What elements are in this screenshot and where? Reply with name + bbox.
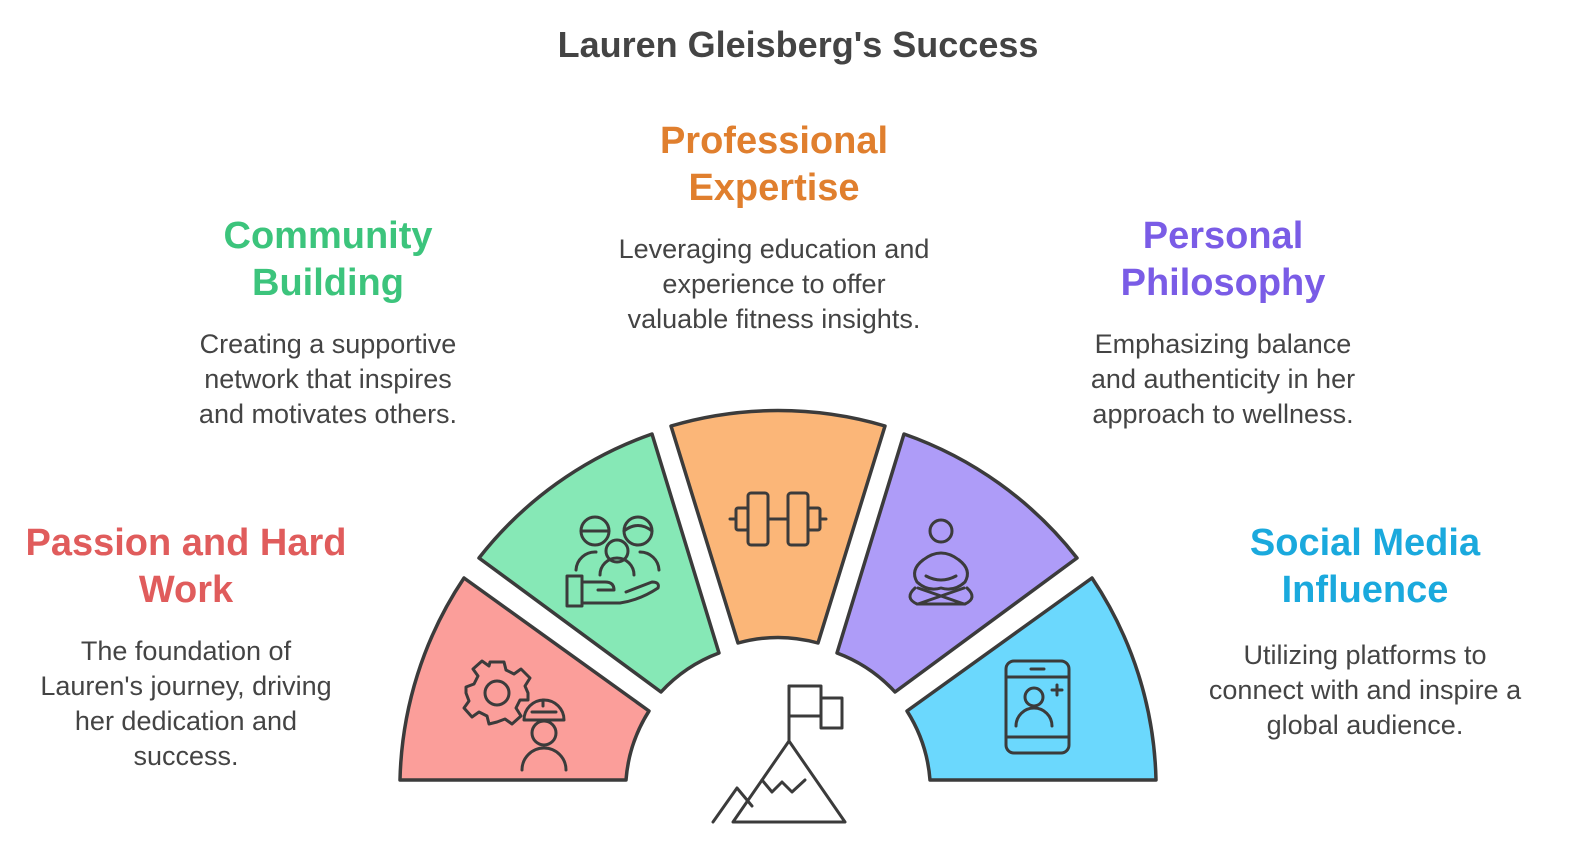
community-hand-icon: [565, 515, 661, 608]
desc-passion-hard-work: The foundation of Lauren's journey, driv…: [40, 636, 332, 771]
meditation-icon: [908, 518, 974, 606]
desc-social-media-influence: Utilizing platforms to connect with and …: [1208, 640, 1522, 740]
dumbbell-icon: [728, 491, 828, 547]
block-social-media-influence: Social Media Influence Utilizing platfor…: [1200, 520, 1530, 743]
desc-professional-expertise: Leveraging education and experience to o…: [618, 234, 930, 334]
segment-social-media-influence: [905, 576, 1158, 782]
block-personal-philosophy: Personal Philosophy Emphasizing balance …: [1070, 213, 1376, 432]
block-professional-expertise: Professional Expertise Leveraging educat…: [616, 118, 932, 337]
heading-social-media-influence: Social Media Influence: [1249, 522, 1481, 611]
segment-passion-hard-work: [398, 576, 651, 782]
heading-personal-philosophy: Personal Philosophy: [1120, 215, 1326, 304]
segment-personal-philosophy: [835, 432, 1079, 694]
heading-community-building: Community Building: [223, 215, 433, 304]
diagram-title: Lauren Gleisberg's Success: [557, 24, 1039, 65]
segment-community-building: [477, 432, 721, 694]
phone-add-user-icon: [1004, 659, 1071, 755]
heading-professional-expertise: Professional Expertise: [659, 120, 889, 209]
mountain-flag-icon: [711, 684, 847, 824]
heading-passion-hard-work: Passion and Hard Work: [25, 522, 347, 611]
gear-worker-icon: [462, 659, 568, 772]
block-passion-hard-work: Passion and Hard Work The foundation of …: [18, 520, 354, 774]
desc-personal-philosophy: Emphasizing balance and authenticity in …: [1090, 329, 1356, 429]
desc-community-building: Creating a supportive network that inspi…: [198, 329, 458, 429]
segment-professional-expertise: [669, 408, 887, 645]
block-community-building: Community Building Creating a supportive…: [180, 213, 476, 432]
